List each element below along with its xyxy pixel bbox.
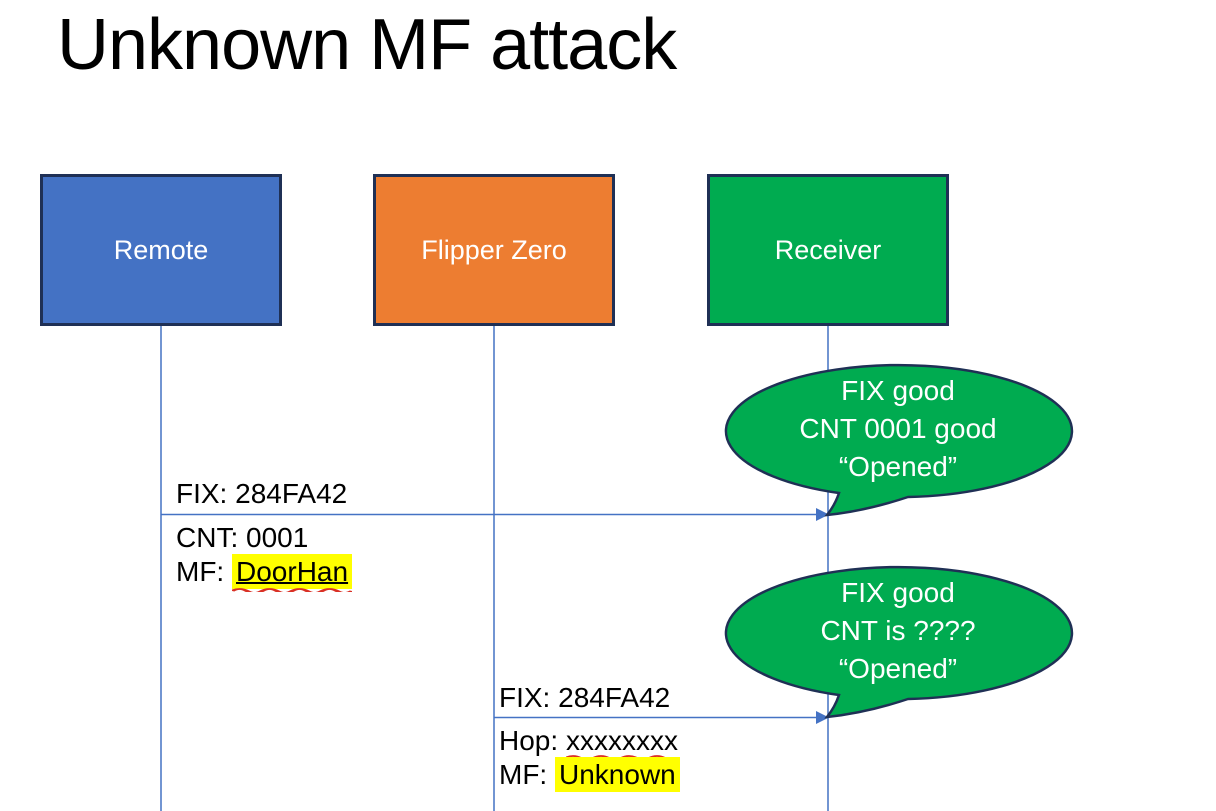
callout-2-line-2: CNT is ???? — [820, 615, 976, 646]
message-2-hop-label: Hop: xxxxxxxx — [499, 724, 678, 759]
message-2-mf-prefix: MF: — [499, 759, 555, 790]
message-1-mf-value: DoorHan — [236, 556, 349, 587]
spellcheck-squiggle-icon — [232, 588, 353, 592]
callout-1-text: FIX good CNT 0001 good “Opened” — [725, 372, 1071, 486]
slide-title: Unknown MF attack — [57, 5, 677, 85]
actor-box-flipper-zero: Flipper Zero — [373, 174, 615, 326]
actor-label-flipper-zero: Flipper Zero — [421, 234, 567, 265]
message-1-arrowhead-icon — [816, 508, 829, 521]
callout-2-line-3: “Opened” — [838, 653, 958, 684]
callout-1-line-2: CNT 0001 good — [799, 413, 997, 444]
callout-1-line-1: FIX good — [841, 375, 955, 406]
message-1-mf-highlight: DoorHan — [232, 554, 353, 592]
message-2-hop-value-wrap: xxxxxxxx — [565, 725, 678, 759]
message-2-hop-value: xxxxxxxx — [565, 725, 678, 756]
actor-label-remote: Remote — [113, 234, 209, 265]
actor-box-receiver: Receiver — [707, 174, 949, 326]
message-2-mf-label: MF: Unknown — [499, 757, 680, 792]
callout-2-line-1: FIX good — [841, 577, 955, 608]
message-1-mf-prefix: MF: — [176, 556, 232, 587]
message-2-hop-prefix: Hop: — [499, 725, 566, 756]
message-2-arrowhead-icon — [816, 711, 829, 724]
actor-box-remote: Remote — [40, 174, 282, 326]
callout-2-text: FIX good CNT is ???? “Opened” — [725, 574, 1071, 688]
message-2-fix-label: FIX: 284FA42 — [499, 682, 671, 713]
message-1-cnt-label: CNT: 0001 — [176, 522, 309, 553]
message-2-mf-highlight: Unknown — [555, 757, 680, 792]
callout-1-bubble — [724, 363, 1074, 517]
actor-label-receiver: Receiver — [774, 234, 882, 265]
callout-2-bubble — [724, 565, 1074, 719]
message-1-mf-label: MF: DoorHan — [176, 554, 353, 592]
message-1-fix-label: FIX: 284FA42 — [176, 478, 348, 509]
callout-1-line-3: “Opened” — [838, 451, 958, 482]
